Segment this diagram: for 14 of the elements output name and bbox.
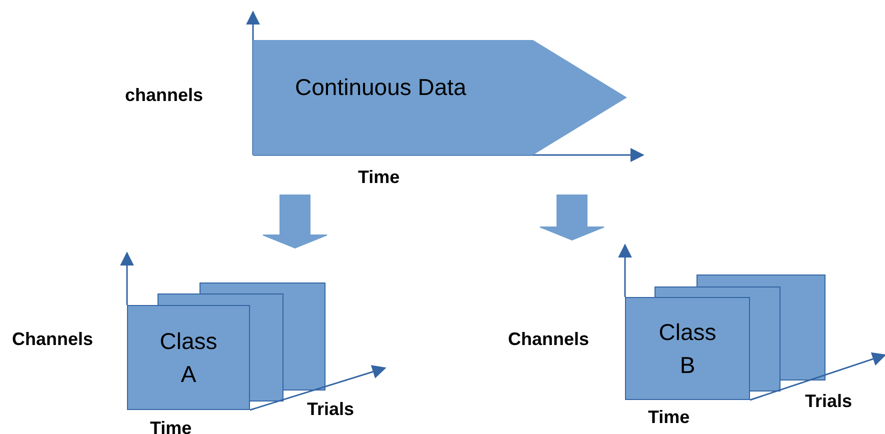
axis-label: Time [648,408,690,426]
node-label: Continuous Data [295,74,466,101]
block-arrow [262,194,328,249]
axis-label: channels [125,86,204,104]
pentagon-arrow-shape [253,40,627,155]
class-card: Class A [127,305,250,410]
axis-label: Channels [12,330,94,348]
axis-label: Channels [508,330,590,348]
axis-label: Trials [307,400,354,418]
class-card: Class B [625,297,750,400]
axis-label: Time [150,419,192,434]
axis-label: Time [358,168,400,186]
block-arrow [540,194,604,241]
axis-label: Trials [805,392,852,410]
